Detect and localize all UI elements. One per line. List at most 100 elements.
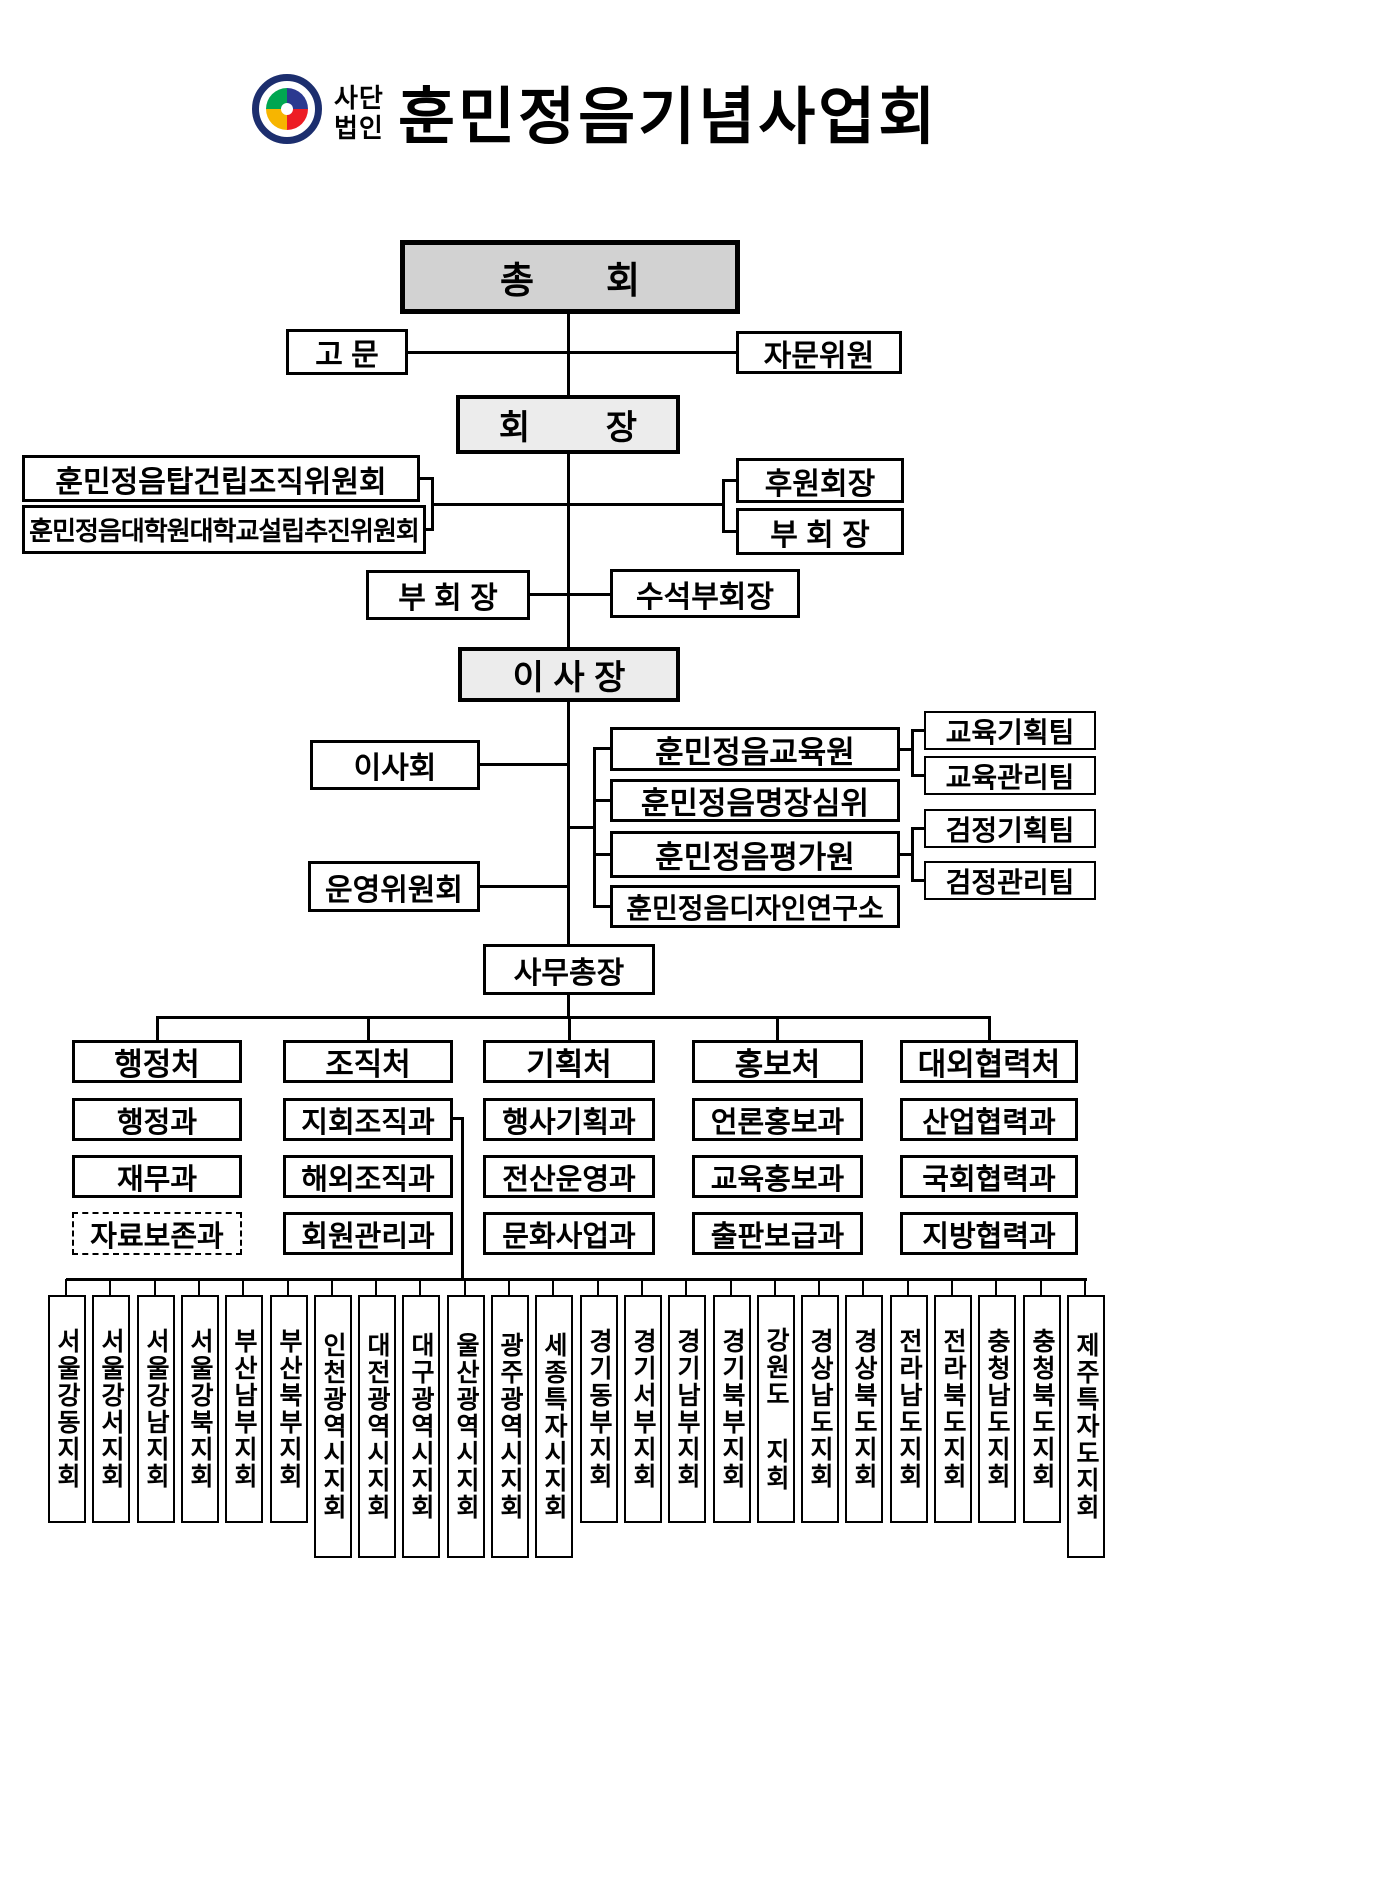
dept-head-box: 홍보처 (692, 1040, 863, 1083)
chapter-box-3: 서울강북지회 (181, 1295, 219, 1523)
chapter-box-7: 대전광역시지회 (358, 1295, 396, 1558)
president-box: 회 장 (456, 395, 680, 454)
division-box: 문화사업과 (483, 1212, 655, 1255)
secretary-general-box: 사무총장 (483, 944, 655, 995)
team-education-management-box: 교육관리팀 (924, 756, 1096, 795)
chapter-box-20: 전라북도지회 (934, 1295, 972, 1523)
connector-line (988, 1016, 991, 1042)
chapter-box-9: 울산광역시지회 (447, 1295, 485, 1558)
chapter-box-12: 경기동부지회 (580, 1295, 618, 1523)
connector-line (109, 1279, 111, 1297)
chapter-box-23: 제주특자도지회 (1067, 1295, 1105, 1558)
chapter-box-10: 광주광역시지회 (491, 1295, 529, 1558)
connector-line (911, 827, 914, 881)
connector-line (453, 1117, 464, 1120)
connector-line (198, 1279, 200, 1297)
institute-design-box: 훈민정음디자인연구소 (610, 885, 900, 928)
connector-line (567, 995, 570, 1018)
division-box: 지회조직과 (283, 1098, 453, 1141)
connector-line (911, 827, 924, 830)
connector-line (242, 1279, 244, 1297)
monument-committee-box: 훈민정음탑건립조직위원회 (22, 455, 420, 502)
org-type-line1: 사단 (334, 83, 384, 113)
connector-line (730, 1279, 732, 1297)
division-box: 지방협력과 (900, 1212, 1078, 1255)
dept-column-organization: 조직처 지회조직과 해외조직과 회원관리과 (283, 1040, 453, 1269)
chapter-box-22: 충청북도지회 (1023, 1295, 1061, 1523)
connector-line (66, 1278, 1087, 1281)
connector-line (818, 1279, 820, 1297)
chapter-box-8: 대구광역시지회 (402, 1295, 440, 1558)
division-box: 언론홍보과 (692, 1098, 863, 1141)
graduate-school-committee-box: 훈민정음대학원대학교설립추진위원회 (22, 505, 426, 554)
connector-line (567, 826, 594, 829)
advisor-box: 고 문 (286, 329, 408, 375)
connector-line (154, 1279, 156, 1297)
chapter-box-14: 경기남부지회 (668, 1295, 706, 1523)
org-emblem-icon (252, 74, 322, 144)
chapter-box-15: 경기북부지회 (713, 1295, 751, 1523)
division-box: 교육홍보과 (692, 1155, 863, 1198)
division-box: 해외조직과 (283, 1155, 453, 1198)
connector-line (567, 702, 570, 945)
chapter-box-6: 인천광역시지회 (314, 1295, 352, 1558)
dept-column-external: 대외협력처 산업협력과 국회협력과 지방협력과 (900, 1040, 1078, 1269)
chapter-box-21: 충청남도지회 (978, 1295, 1016, 1523)
sponsor-chair-box: 후원회장 (736, 458, 904, 503)
connector-line (331, 1279, 333, 1297)
steering-committee-box: 운영위원회 (308, 861, 480, 912)
division-box: 행정과 (72, 1098, 242, 1141)
connector-line (367, 1016, 370, 1042)
connector-line (911, 879, 924, 882)
connector-line (900, 853, 912, 856)
connector-line (530, 593, 610, 596)
team-certification-management-box: 검정관리팀 (924, 861, 1096, 900)
chapter-box-2: 서울강남지회 (137, 1295, 175, 1523)
connector-line (951, 1279, 953, 1297)
board-box: 이사회 (310, 740, 480, 790)
connector-line (685, 1279, 687, 1297)
connector-line (408, 351, 736, 354)
general-assembly-box: 총 회 (400, 240, 740, 314)
connector-line (480, 763, 568, 766)
connector-line (567, 503, 725, 506)
connector-line (156, 1016, 989, 1019)
division-box: 국회협력과 (900, 1155, 1078, 1198)
connector-line (776, 1016, 779, 1042)
connector-line (911, 774, 924, 777)
connector-line (641, 1279, 643, 1297)
division-box: 회원관리과 (283, 1212, 453, 1255)
chapter-box-16: 강원도 지회 (757, 1295, 795, 1523)
connector-line (862, 1279, 864, 1297)
connector-line (911, 729, 924, 732)
connector-line (593, 799, 610, 802)
division-box: 산업협력과 (900, 1098, 1078, 1141)
dept-column-pr: 홍보처 언론홍보과 교육홍보과 출판보급과 (692, 1040, 863, 1269)
connector-line (65, 1279, 67, 1297)
connector-line (774, 1279, 776, 1297)
dept-head-box: 행정처 (72, 1040, 242, 1083)
connector-line (287, 1279, 289, 1297)
advisory-committee-box: 자문위원 (736, 331, 902, 374)
connector-line (593, 905, 610, 908)
vice-chair-right-box: 부 회 장 (736, 508, 904, 555)
connector-line (597, 1279, 599, 1297)
team-certification-planning-box: 검정기획팀 (924, 809, 1096, 848)
senior-vice-chair-box: 수석부회장 (610, 569, 800, 618)
chairman-box: 이 사 장 (458, 647, 680, 702)
division-box: 행사기획과 (483, 1098, 655, 1141)
connector-line (568, 1016, 571, 1042)
division-box: 재무과 (72, 1155, 242, 1198)
chapter-box-11: 세종특자시지회 (535, 1295, 573, 1558)
connector-line (900, 748, 912, 751)
institute-education-box: 훈민정음교육원 (610, 727, 900, 771)
org-type-label: 사단 법인 (334, 83, 384, 144)
connector-line (461, 1117, 464, 1281)
team-education-planning-box: 교육기획팀 (924, 711, 1096, 750)
connector-line (420, 477, 434, 480)
connector-line (911, 729, 914, 777)
org-type-line2: 법인 (334, 112, 384, 143)
institute-evaluation-box: 훈민정음평가원 (610, 831, 900, 878)
connector-line (1040, 1279, 1042, 1297)
dept-column-planning: 기획처 행사기획과 전산운영과 문화사업과 (483, 1040, 655, 1269)
